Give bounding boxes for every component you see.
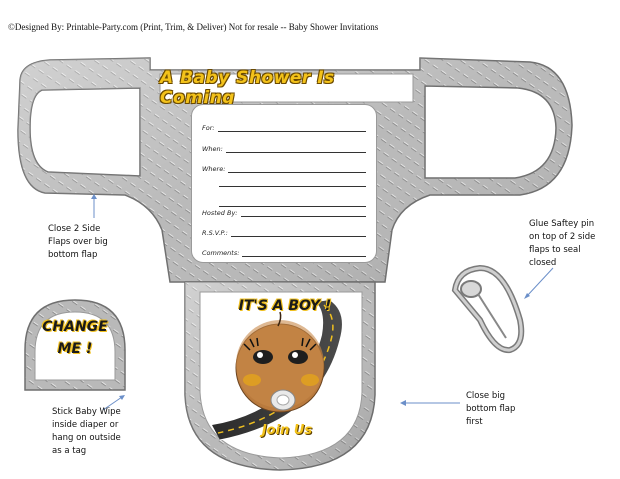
note-line: Stick Baby Wipe <box>52 407 121 417</box>
change-me-line-1: CHANGE <box>42 319 108 335</box>
note-line: inside diaper or <box>52 420 119 430</box>
safety-pin-graphic <box>451 264 525 354</box>
comments-line[interactable] <box>242 255 366 257</box>
hosted-by-field[interactable]: Hosted By: <box>202 209 366 217</box>
note-line: flaps to seal <box>529 245 581 255</box>
bottom-flap-note: Close big bottom flap first <box>466 390 515 429</box>
baby-face-graphic <box>235 311 325 413</box>
where-label: Where: <box>202 165 226 173</box>
blank-line-1[interactable] <box>216 185 366 187</box>
blank-line[interactable] <box>219 205 366 207</box>
blank-line-2[interactable] <box>216 205 366 207</box>
invitation-details-card: For: When: Where: Hosted By: R.S.V.P.: C… <box>191 104 377 263</box>
invitation-title: A Baby Shower Is Coming <box>160 68 335 108</box>
note-line: Flaps over big <box>48 237 108 247</box>
where-field[interactable]: Where: <box>202 165 366 173</box>
for-label: For: <box>202 124 215 132</box>
note-line: bottom flap <box>48 250 98 260</box>
title-banner-bg <box>159 73 414 103</box>
rsvp-field[interactable]: R.S.V.P.: <box>202 229 366 237</box>
rsvp-label: R.S.V.P.: <box>202 229 228 237</box>
rsvp-line[interactable] <box>230 235 366 237</box>
join-us-text: Join Us <box>261 423 313 438</box>
blank-line[interactable] <box>219 185 366 187</box>
baby-wipe-note: Stick Baby Wipe inside diaper or hang on… <box>52 406 121 458</box>
when-line[interactable] <box>225 151 366 153</box>
note-line: hang on outside <box>52 433 121 443</box>
where-line[interactable] <box>228 171 366 173</box>
glue-pin-note: Glue Saftey pin on top of 2 side flaps t… <box>529 218 595 270</box>
change-me-tag-text: CHANGE ME ! <box>36 316 114 360</box>
change-me-line-2: ME ! <box>57 341 93 357</box>
note-line: first <box>466 417 483 427</box>
when-field[interactable]: When: <box>202 145 366 153</box>
comments-label: Comments: <box>202 249 240 257</box>
instruction-arrows <box>91 194 554 411</box>
hosted-by-line[interactable] <box>240 215 366 217</box>
for-line[interactable] <box>217 130 366 132</box>
note-line: as a tag <box>52 446 87 456</box>
note-line: closed <box>529 258 557 268</box>
its-a-boy-headline: IT'S A BOY ! <box>238 298 332 314</box>
designer-credit: ©Designed By: Printable-Party.com (Print… <box>8 22 379 32</box>
side-flaps-note: Close 2 Side Flaps over big bottom flap <box>48 223 108 262</box>
note-line: Glue Saftey pin <box>529 219 595 229</box>
hosted-by-label: Hosted By: <box>202 209 238 217</box>
note-line: bottom flap <box>466 404 516 414</box>
note-line: on top of 2 side <box>529 232 596 242</box>
when-label: When: <box>202 145 223 153</box>
note-line: Close 2 Side <box>48 224 101 234</box>
for-field[interactable]: For: <box>202 124 366 132</box>
note-line: Close big <box>466 391 506 401</box>
comments-field[interactable]: Comments: <box>202 249 366 257</box>
